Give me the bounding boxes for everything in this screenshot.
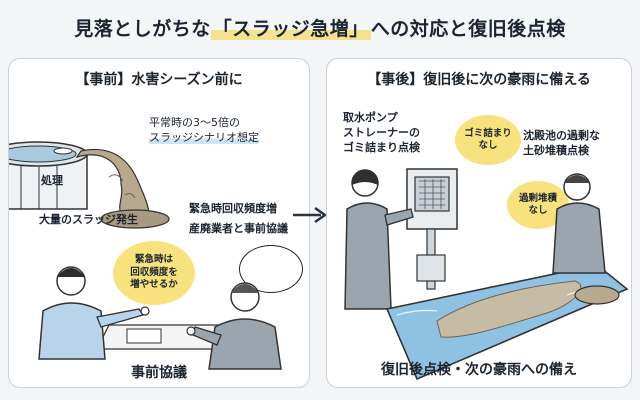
scenario-line-2-text: スラッジシナリオ想定 <box>149 131 259 144</box>
title-suffix: への対応と復旧後点検 <box>370 18 566 40</box>
scenario-line-2: スラッジシナリオ想定 <box>149 131 259 146</box>
before-caption: 事前協議 <box>131 365 187 381</box>
title-highlight: 「スラッジ急増」 <box>210 18 371 40</box>
scenario-line-1: 平常時の3〜5倍の <box>149 116 240 129</box>
title-prefix: 見落としがちな <box>74 18 211 40</box>
after-panel: 【事後】復旧後に次の豪雨に備える 取水ポンプ ストレーナーの ゴミ詰まり点検 ゴ… <box>326 58 632 388</box>
after-caption: 復旧後点検・次の豪雨への備え <box>381 362 577 378</box>
question-bubble-text: 緊急時は 回収頻度を 増やせるか <box>130 254 178 291</box>
processing-label: 処理 <box>41 174 63 187</box>
no-clog-bubble: ゴミ詰まり なし <box>455 115 521 165</box>
pump-label-2: ストレーナーの <box>343 126 420 139</box>
flow-arrow-icon <box>293 206 328 224</box>
basin-label-1: 沈殿池の過剰な <box>523 129 600 142</box>
before-panel: 【事前】水害シーズン前に 平常時の3〜5倍の スラッジシナリオ想定 処理 大量の… <box>8 58 310 388</box>
page-title: 見落としがちな「スラッジ急増」への対応と復旧後点検 <box>0 14 640 41</box>
arrow-label-2: 産廃業者と事前協議 <box>189 222 288 235</box>
pump-label-1: 取水ポンプ <box>343 111 398 124</box>
arrow-label-1: 緊急時回収頻度増 <box>189 202 277 215</box>
meeting-illustration <box>38 266 282 370</box>
inspection-illustration <box>344 168 629 381</box>
no-excess-bubble-text: 過剰堆積 なし <box>518 192 557 216</box>
after-panel-heading: 【事後】復旧後に次の豪雨に備える <box>367 72 591 88</box>
before-panel-heading: 【事前】水害シーズン前に <box>75 72 243 88</box>
sludge-tank-illustration <box>9 141 170 229</box>
question-bubble: 緊急時は 回収頻度を 増やせるか <box>113 241 195 305</box>
sludge-label: 大量のスラッジ発生 <box>39 213 138 226</box>
pump-label-3: ゴミ詰まり点検 <box>343 141 420 154</box>
basin-label-2: 土砂堆積点検 <box>523 144 589 157</box>
no-clog-bubble-text: ゴミ詰まり なし <box>464 127 512 151</box>
